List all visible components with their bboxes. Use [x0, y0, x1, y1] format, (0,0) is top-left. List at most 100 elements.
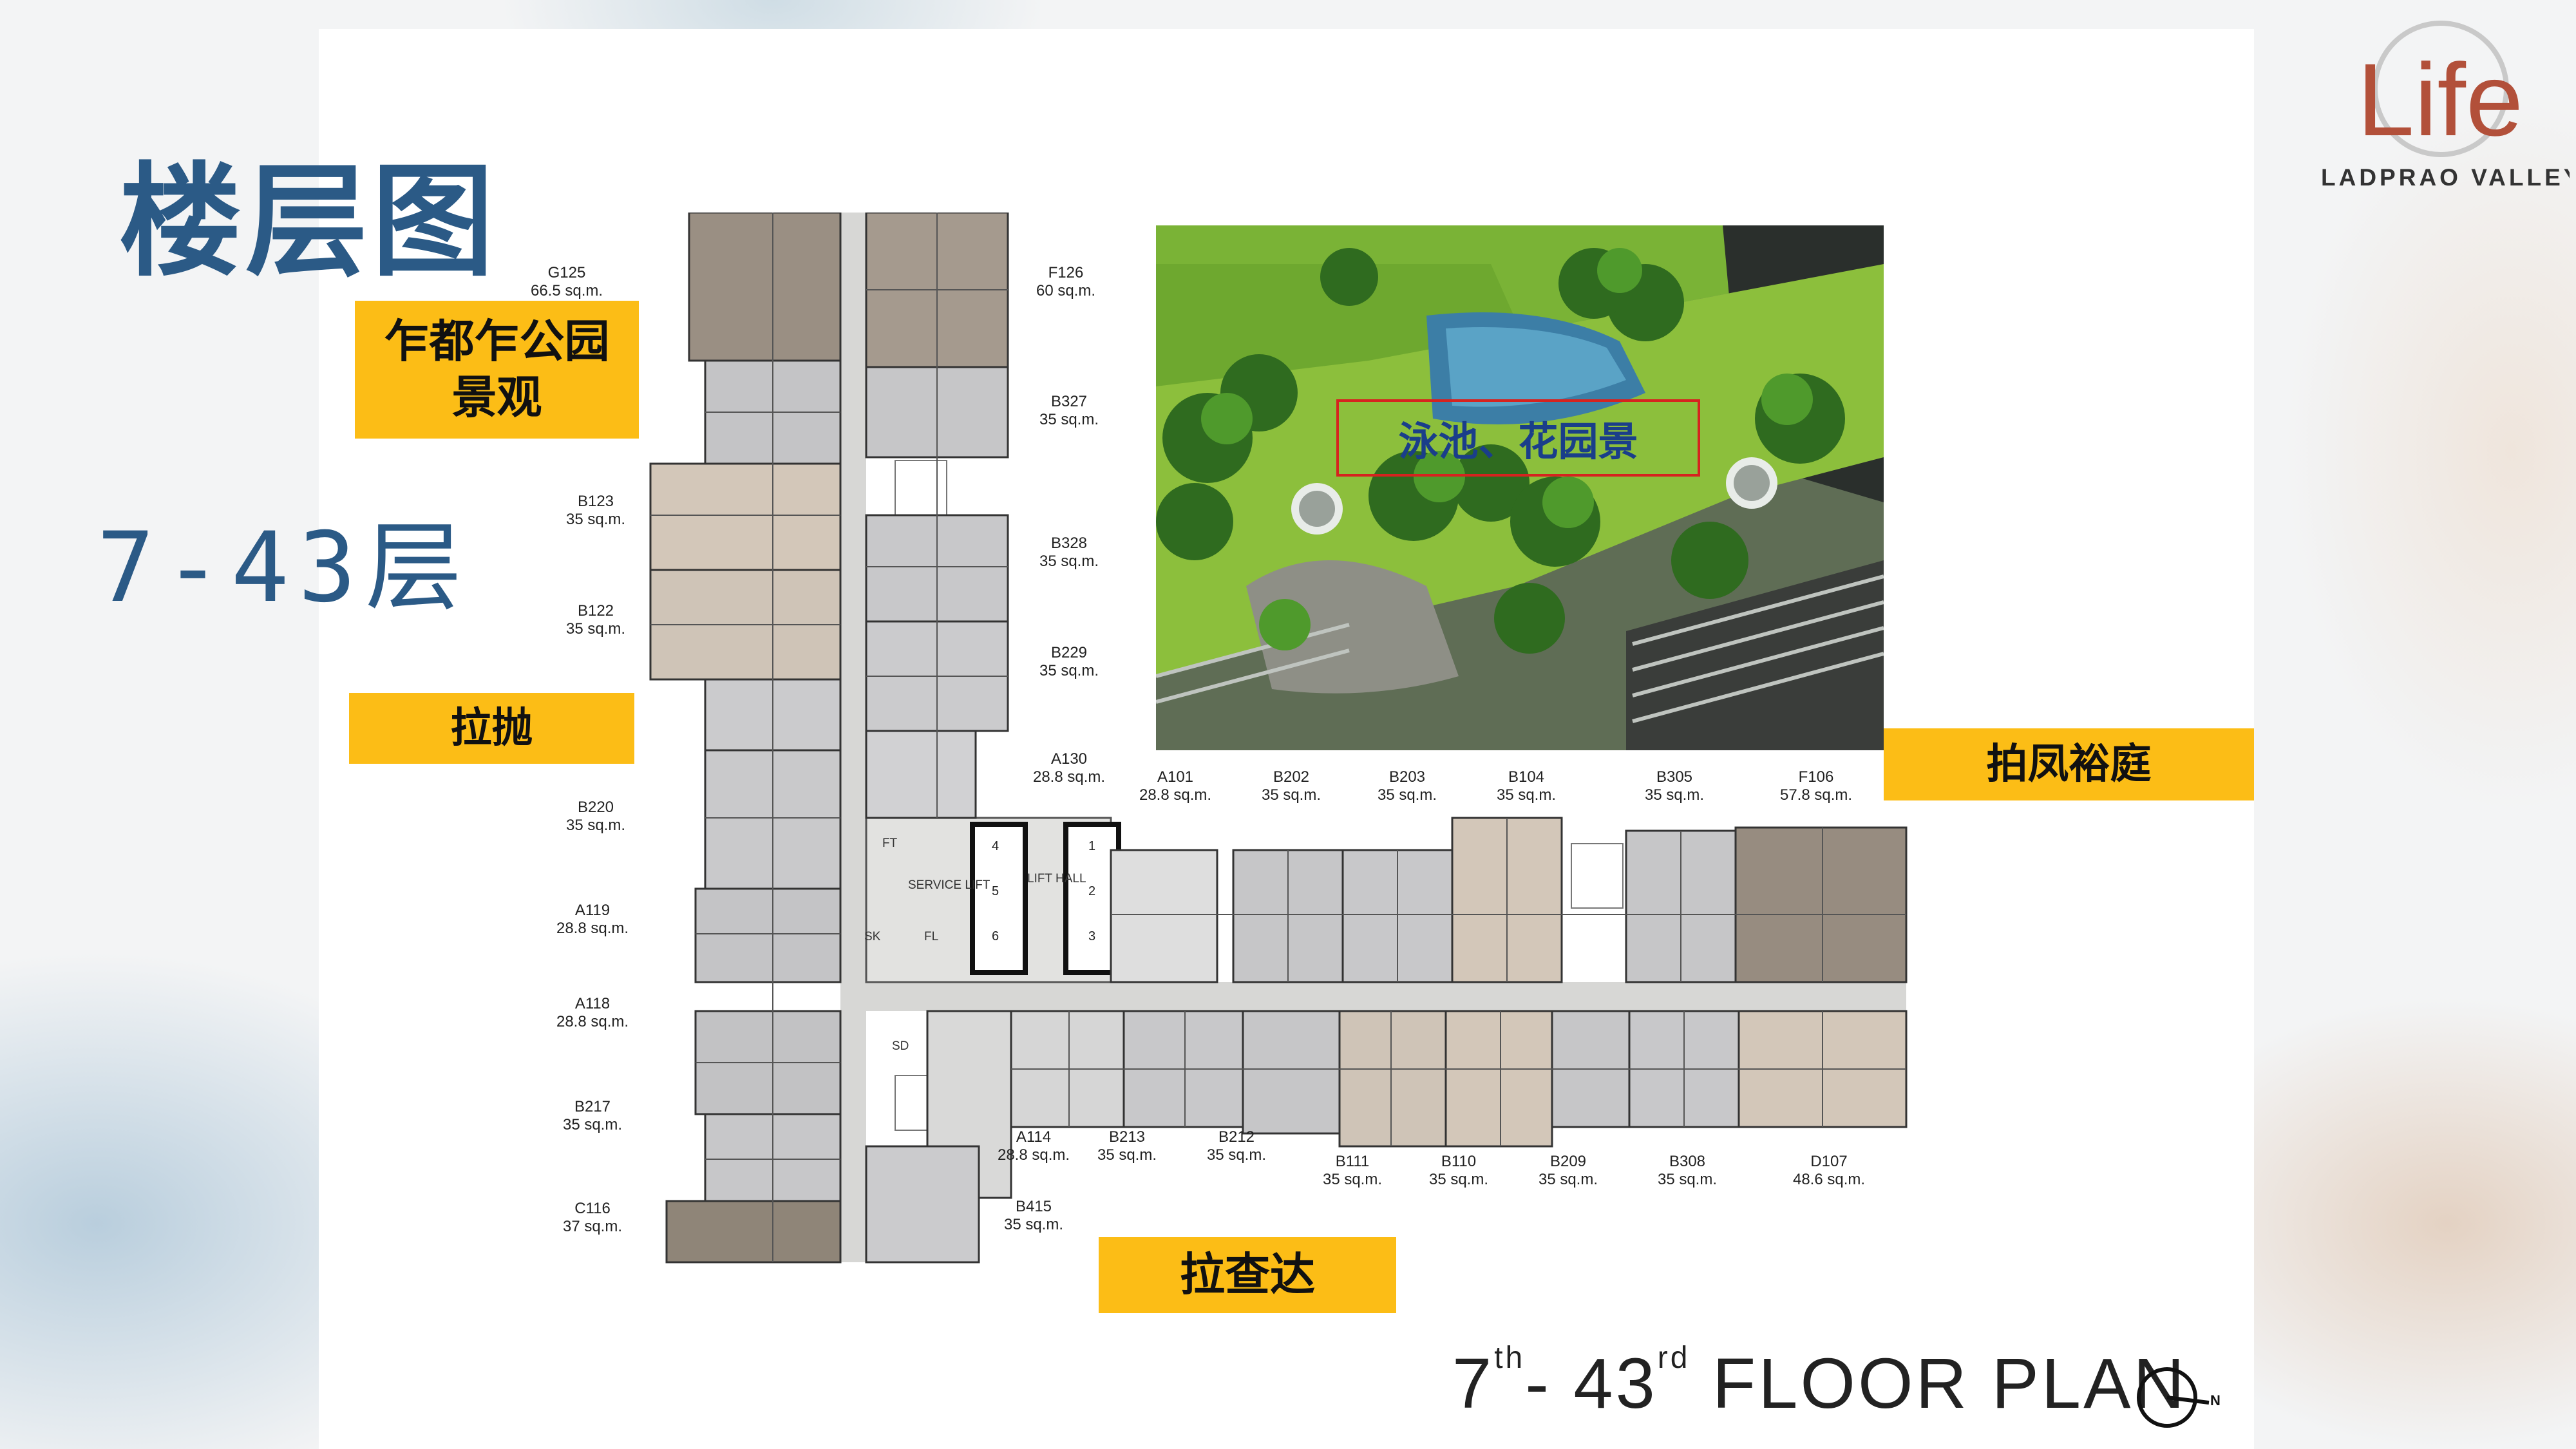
tag-phahon: 拍凤裕庭	[1884, 728, 2254, 800]
vertical-corridor	[840, 213, 866, 1262]
unit-id: A119	[574, 902, 611, 919]
unit-id: B203	[1388, 768, 1426, 786]
unit-area: 57.8 sq.m.	[1779, 786, 1853, 804]
unit-area: 35 sq.m.	[1039, 410, 1099, 428]
lift-number: 1	[1088, 839, 1095, 853]
footer-last-suffix: rd	[1657, 1341, 1690, 1376]
unit-id: B111	[1335, 1153, 1370, 1170]
unit-id: F106	[1798, 768, 1834, 786]
unit-area: 35 sq.m.	[1644, 786, 1705, 804]
horizontal-corridor	[840, 982, 1906, 1011]
unit-id: B209	[1549, 1153, 1587, 1170]
sk-text: SK	[864, 930, 881, 943]
unit-id: B308	[1669, 1153, 1706, 1170]
unit-a119	[694, 887, 842, 983]
unit-area: 35 sq.m.	[1377, 786, 1437, 804]
floor-plan: LIFT HALL SERVICE LIFT FT SK FL SD 4 2 5…	[649, 213, 1908, 1264]
footer-last-floor: 43	[1573, 1344, 1658, 1423]
unit-id: A118	[574, 995, 611, 1012]
unit-area: 35 sq.m.	[1538, 1170, 1598, 1188]
unit-id: B229	[1050, 644, 1088, 661]
logo-ring	[2372, 21, 2509, 157]
north-compass-icon: N	[2137, 1367, 2221, 1428]
life-logo: Life LADPRAO VALLEY	[2321, 21, 2570, 191]
lift-number: 6	[992, 929, 999, 943]
unit-f106	[1734, 826, 1908, 983]
tag-ratchada: 拉查达	[1099, 1237, 1396, 1313]
lift-shaft	[1063, 822, 1121, 975]
unit-id: B328	[1050, 535, 1088, 552]
unit-id: B217	[574, 1098, 611, 1115]
stair-north	[895, 460, 947, 516]
unit-id: A130	[1050, 750, 1088, 768]
unit-b415	[865, 1145, 980, 1264]
unit-area: 35 sq.m.	[1003, 1215, 1064, 1233]
unit-area: 35 sq.m.	[565, 620, 626, 638]
unit-b110	[1444, 1010, 1553, 1148]
unit-area: 60 sq.m.	[1036, 281, 1096, 299]
footer-first-suffix: th	[1494, 1341, 1526, 1376]
unit-id: B104	[1508, 768, 1545, 786]
unit-id: B213	[1108, 1128, 1146, 1146]
unit-area: 35 sq.m.	[1428, 1170, 1489, 1188]
unit-area: 35 sq.m.	[1322, 1170, 1383, 1188]
pool-garden-label: 泳池、花园景	[1336, 399, 1700, 477]
unit-id: D107	[1810, 1153, 1848, 1170]
unit-id: A114	[1016, 1128, 1052, 1146]
unit-area: 35 sq.m.	[1496, 786, 1557, 804]
unit-id: B202	[1273, 768, 1310, 786]
footer-text: FLOOR PLAN	[1690, 1344, 2187, 1423]
unit-area: 35 sq.m.	[1097, 1146, 1157, 1164]
unit-id: B415	[1015, 1198, 1052, 1215]
floor-range: 7-43层	[97, 512, 471, 624]
unit-id: B110	[1441, 1153, 1477, 1170]
unit-area: 66.5 sq.m.	[530, 281, 603, 299]
logo-subtitle: LADPRAO VALLEY	[2321, 164, 2570, 191]
tag-park-view: 乍都乍公园 景观	[355, 301, 639, 439]
logo-word: Life	[2357, 42, 2523, 157]
unit-id: C116	[574, 1200, 611, 1217]
unit-id: B220	[577, 799, 614, 816]
unit-area: 28.8 sq.m.	[556, 919, 629, 937]
unit-area: 35 sq.m.	[1657, 1170, 1718, 1188]
unit-id: B122	[577, 602, 614, 620]
unit-area: 28.8 sq.m.	[997, 1146, 1070, 1164]
unit-area: 35 sq.m.	[1206, 1146, 1267, 1164]
unit-area: 35 sq.m.	[565, 816, 626, 834]
unit-id: B327	[1050, 393, 1088, 410]
unit-area: 28.8 sq.m.	[556, 1012, 629, 1030]
lift-number: 4	[992, 839, 999, 853]
unit-id: B123	[577, 493, 614, 510]
unit-id: A101	[1157, 768, 1194, 786]
ft-text: FT	[882, 837, 898, 850]
lift-number: 2	[1088, 884, 1095, 898]
page-title: 楼层图	[119, 151, 498, 293]
unit-area: 35 sq.m.	[562, 1115, 623, 1133]
sd-text: SD	[892, 1039, 909, 1053]
unit-c116	[665, 1200, 842, 1264]
footer-dash: -	[1525, 1344, 1574, 1423]
stair-east	[1571, 843, 1624, 909]
